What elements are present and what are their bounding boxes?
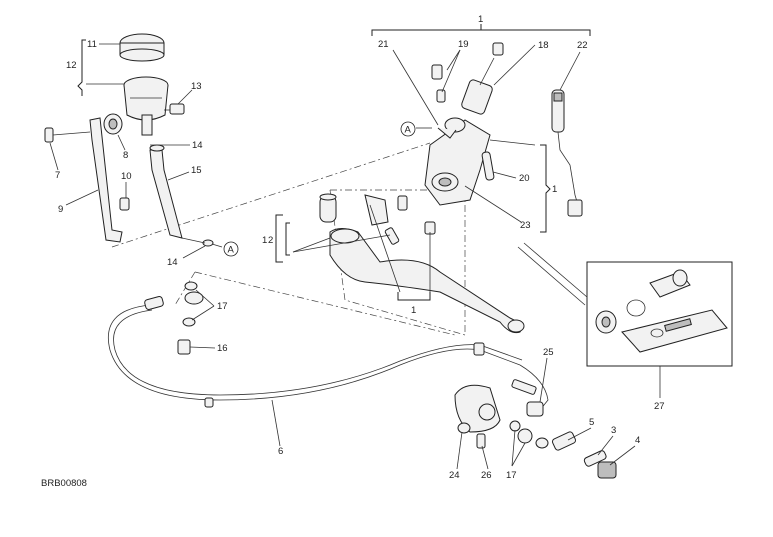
callout-18: 18 [538, 40, 549, 51]
grouping-braces [77, 24, 591, 301]
callout-11: 11 [87, 39, 97, 50]
callout-5: 5 [589, 417, 594, 428]
reservoir-hose [149, 144, 223, 248]
callout-23: 23 [520, 220, 531, 231]
callout-17-top: 17 [217, 301, 228, 312]
leader-lines [49, 43, 661, 470]
callout-21: 21 [378, 39, 389, 50]
callout-1-left: 1 [262, 235, 267, 246]
callout-15: 15 [191, 165, 202, 176]
callout-14-bottom: 14 [167, 257, 178, 268]
callout-3: 3 [611, 425, 616, 436]
master-cylinder [424, 42, 504, 206]
brake-lever [319, 193, 525, 333]
slave-cylinder [454, 379, 617, 479]
callout-1-right: 1 [552, 184, 557, 195]
reservoir-bracket [44, 113, 130, 243]
callout-27: 27 [654, 401, 665, 412]
callout-8: 8 [123, 150, 128, 161]
callout-13: 13 [191, 81, 202, 92]
marker-a-bottom: A [228, 245, 235, 256]
callout-6: 6 [278, 446, 283, 457]
callout-25: 25 [543, 347, 554, 358]
callout-labels: 1 1 1 1 2 3 4 5 6 7 8 9 10 11 12 13 14 1… [55, 14, 665, 481]
callout-4: 4 [635, 435, 640, 446]
callout-26: 26 [481, 470, 492, 481]
assembly-guide-lines [111, 142, 466, 336]
callout-1-top: 1 [478, 14, 483, 25]
hydraulic-hose [108, 281, 549, 417]
callout-2: 2 [268, 235, 273, 246]
callout-19: 19 [458, 39, 469, 50]
callout-9: 9 [58, 204, 63, 215]
callout-12: 12 [66, 60, 77, 71]
repair-kit-box [586, 261, 733, 367]
figure-code: BRB00808 [41, 478, 87, 489]
marker-a-top: A [405, 125, 412, 136]
brake-light-switch [551, 89, 583, 217]
callout-24: 24 [449, 470, 460, 481]
callout-20: 20 [519, 173, 530, 184]
callout-14-top: 14 [192, 140, 203, 151]
callout-22: 22 [577, 40, 588, 51]
callout-7: 7 [55, 170, 60, 181]
callout-1-bottom: 1 [411, 305, 416, 316]
callout-10: 10 [121, 171, 132, 182]
reference-marker: A A [223, 121, 432, 257]
callout-17-bottom: 17 [506, 470, 517, 481]
callout-16: 16 [217, 343, 228, 354]
fluid-reservoir [119, 33, 185, 136]
